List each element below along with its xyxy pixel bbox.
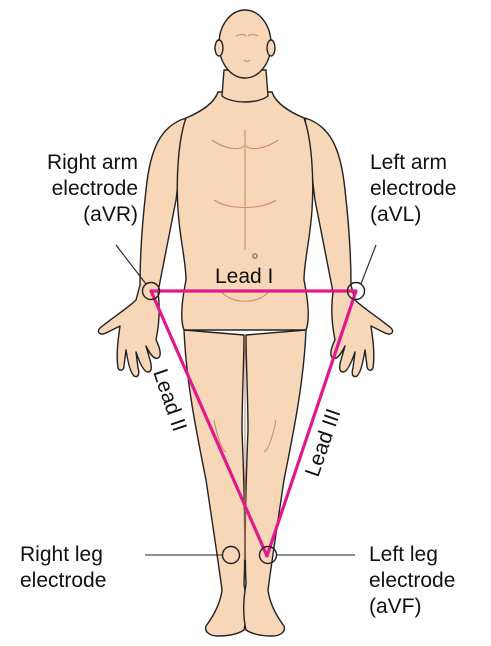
left-arm-electrode-label: Left arm electrode (aVL)	[370, 150, 488, 228]
lead-3-label: Lead III	[301, 406, 346, 480]
ear-left	[267, 40, 275, 56]
lead-2-label: Lead II	[148, 366, 191, 434]
ear-right	[215, 40, 223, 56]
left-arm-leader	[361, 245, 376, 284]
right-arm-electrode-label: Right arm electrode (aVR)	[6, 150, 138, 228]
head	[219, 10, 271, 78]
left-leg	[244, 330, 306, 636]
left-leg-electrode-label: Left leg electrode (aVF)	[369, 542, 487, 620]
lead-1-label: Lead I	[215, 265, 273, 288]
right-leg-electrode-label: Right leg electrode	[20, 542, 144, 594]
right-leg	[184, 330, 246, 636]
